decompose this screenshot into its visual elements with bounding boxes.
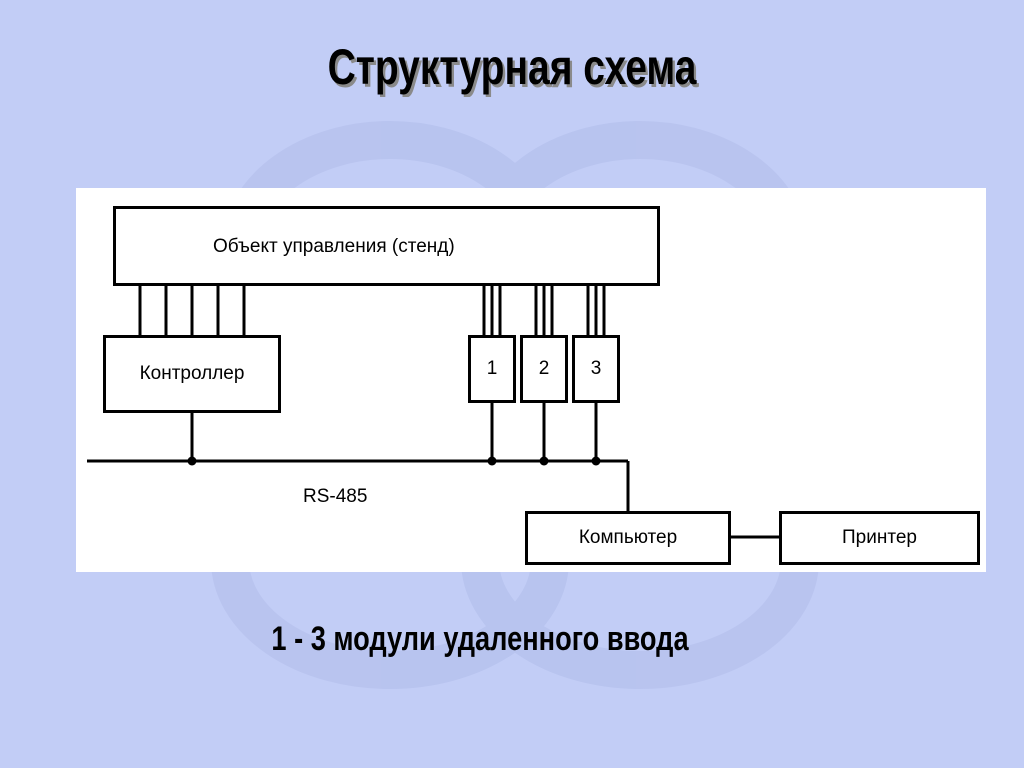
- module-2-box: 2: [520, 335, 568, 403]
- controller-box: Контроллер: [103, 335, 281, 413]
- computer-label: Компьютер: [578, 527, 678, 548]
- bus-node: [591, 456, 601, 466]
- module-3-box: 3: [572, 335, 620, 403]
- bus-label: RS-485: [303, 486, 368, 507]
- controller-label: Контроллер: [139, 363, 245, 384]
- bus-node: [487, 456, 497, 466]
- caption: 1 - 3 модули удаленного ввода: [271, 620, 689, 658]
- control-object-box: Объект управления (стенд): [113, 206, 660, 286]
- slide-title: Структурная схема: [327, 39, 697, 95]
- connection-lines: [87, 284, 780, 539]
- control-object-label: Объект управления (стенд): [213, 236, 455, 257]
- computer-box: Компьютер: [525, 511, 731, 565]
- printer-box: Принтер: [779, 511, 980, 565]
- diagram-panel: Объект управления (стенд) Контроллер 1 2…: [76, 188, 986, 572]
- module-3-label: 3: [590, 358, 602, 379]
- module-1-box: 1: [468, 335, 516, 403]
- bus-node: [187, 456, 197, 466]
- module-2-label: 2: [538, 358, 550, 379]
- printer-label: Принтер: [842, 527, 917, 548]
- bus-node: [539, 456, 549, 466]
- module-1-label: 1: [486, 358, 498, 379]
